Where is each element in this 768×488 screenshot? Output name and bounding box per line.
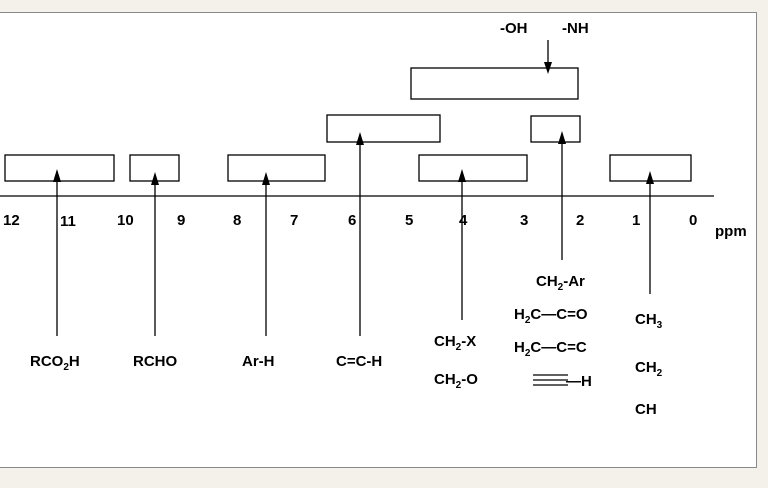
arrowhead-oh-nh — [544, 62, 552, 74]
label-rcho: RCHO — [133, 353, 177, 370]
arrowhead-rco2h — [53, 169, 61, 182]
tick-6: 6 — [348, 212, 356, 229]
ppm-unit-label: ppm — [715, 223, 747, 240]
label-alkyne-h: —H — [566, 373, 592, 390]
box-oh-nh — [410, 67, 579, 100]
label-ch2ar: CH2-Ar — [536, 273, 585, 293]
box-vinylic — [326, 114, 441, 143]
label-ch3: CH3 — [635, 311, 663, 331]
label-oh: -OH — [500, 20, 528, 37]
tick-3: 3 — [520, 212, 528, 229]
label-ch2x: CH2-X — [434, 333, 476, 353]
arrowhead-vinylic — [356, 132, 364, 145]
arrowhead-ch2x — [458, 169, 466, 182]
alkyne-triple-bond-icon — [533, 374, 568, 386]
label-cch: C=C-H — [336, 353, 382, 370]
tick-9: 9 — [177, 212, 185, 229]
box-ch2-heteroatom — [418, 154, 528, 182]
label-h2c-c-c: H2C—C=C — [514, 339, 587, 359]
tick-11: 11 — [60, 213, 76, 230]
label-arh: Ar-H — [242, 353, 275, 370]
label-ch2o: CH2-O — [434, 371, 478, 391]
tick-7: 7 — [290, 212, 298, 229]
tick-2: 2 — [576, 212, 584, 229]
label-rco2h: RCO2H — [30, 353, 80, 373]
tick-4: 4 — [459, 212, 468, 229]
diagram-panel — [0, 12, 757, 468]
label-h2c-c-o: H2C—C=O — [514, 306, 588, 326]
tick-1: 1 — [632, 212, 640, 229]
tick-0: 0 — [689, 212, 697, 229]
arrowhead-rcho — [151, 172, 159, 185]
arrowhead-ch2ar — [558, 131, 566, 144]
label-ch: CH — [635, 401, 657, 418]
arrowhead-alkyl — [646, 171, 654, 184]
tick-12: 12 — [3, 212, 20, 229]
tick-8: 8 — [233, 212, 241, 229]
box-carboxylic-acid — [4, 154, 115, 182]
box-benzylic-allylic — [530, 115, 581, 143]
tick-5: 5 — [405, 212, 413, 229]
label-ch2: CH2 — [635, 359, 663, 379]
box-aromatic — [227, 154, 326, 182]
label-nh: -NH — [562, 20, 589, 37]
tick-10: 10 — [117, 212, 134, 229]
arrowhead-arh — [262, 172, 270, 185]
